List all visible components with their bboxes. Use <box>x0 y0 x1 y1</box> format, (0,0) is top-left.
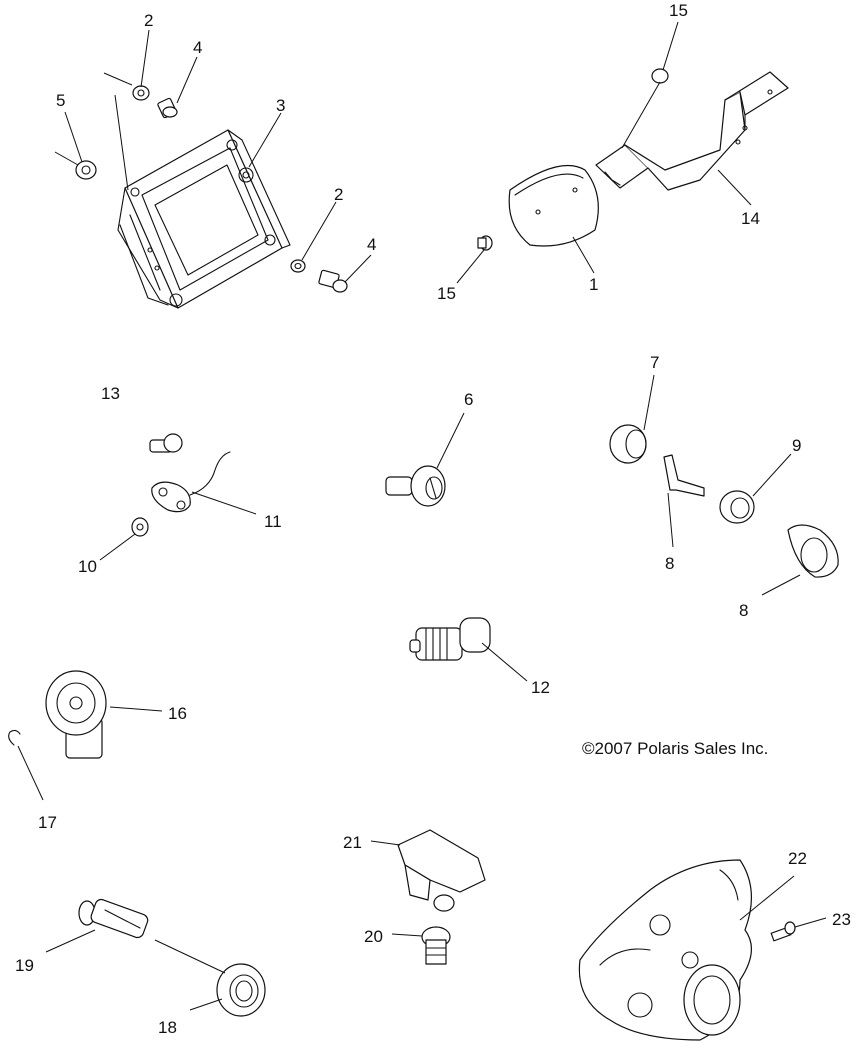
throttle-body-part-22 <box>578 859 753 1041</box>
callout-13: 13 <box>101 384 120 403</box>
callout-15-upper: 15 <box>669 1 688 20</box>
sensor-part-21 <box>397 829 486 912</box>
callout-4-upper: 4 <box>193 38 202 57</box>
fitting-part-20 <box>421 926 451 965</box>
callout-15-lower: 15 <box>437 284 456 303</box>
knock-sensor-part-16 <box>45 670 107 759</box>
callout-4-lower: 4 <box>367 235 376 254</box>
callout-labels: 1 2 2 3 4 4 5 6 7 8 8 9 10 11 12 13 14 1… <box>15 1 851 1037</box>
sensor-part-12 <box>409 617 491 661</box>
ecu-module-part <box>117 129 291 309</box>
copyright-notice: ©2007 Polaris Sales Inc. <box>582 739 768 758</box>
callout-19: 19 <box>15 956 34 975</box>
callout-17: 17 <box>38 813 57 832</box>
callout-18: 18 <box>158 1018 177 1037</box>
callout-8-lower: 8 <box>739 601 748 620</box>
clip-part-15-upper <box>651 68 669 84</box>
grommet-part-5 <box>54 151 97 180</box>
cap-part-7 <box>609 424 647 464</box>
nut-part-10 <box>131 517 149 537</box>
bolt-part-4-lower <box>318 269 348 293</box>
sensor-part-6 <box>385 465 446 507</box>
bolt-part-13 <box>149 433 183 453</box>
callout-22: 22 <box>788 849 807 868</box>
callout-23: 23 <box>832 910 851 929</box>
ring-part-9 <box>719 490 755 524</box>
washer-part-2-lower <box>290 259 306 273</box>
cover-part-1 <box>508 164 599 247</box>
screw-part-23 <box>770 921 796 942</box>
injector-part-19 <box>78 898 149 939</box>
bracket-part-14 <box>595 71 789 191</box>
clip-part-17 <box>8 729 21 746</box>
callout-10: 10 <box>78 557 97 576</box>
callout-12: 12 <box>531 678 550 697</box>
callout-3: 3 <box>276 96 285 115</box>
clip-part-8-upper <box>663 454 705 497</box>
bolt-part-4-upper <box>157 97 178 119</box>
callout-9: 9 <box>792 436 801 455</box>
callout-8-upper: 8 <box>665 554 674 573</box>
leader-lines <box>17 21 827 1011</box>
seal-part-18 <box>216 963 266 1017</box>
callout-14: 14 <box>741 209 760 228</box>
callout-5: 5 <box>56 91 65 110</box>
callout-7: 7 <box>650 353 659 372</box>
callout-2-upper: 2 <box>144 11 153 30</box>
connector-part-8-lower <box>787 524 839 578</box>
callout-6: 6 <box>464 390 473 409</box>
callout-2-lower: 2 <box>334 185 343 204</box>
callout-1: 1 <box>589 275 598 294</box>
clip-part-15-lower <box>477 235 493 251</box>
callout-20: 20 <box>364 927 383 946</box>
callout-21: 21 <box>343 833 362 852</box>
sensor-part-11 <box>151 451 231 513</box>
callout-16: 16 <box>168 704 187 723</box>
callout-11: 11 <box>264 512 282 531</box>
washer-part-2-upper <box>132 85 150 101</box>
